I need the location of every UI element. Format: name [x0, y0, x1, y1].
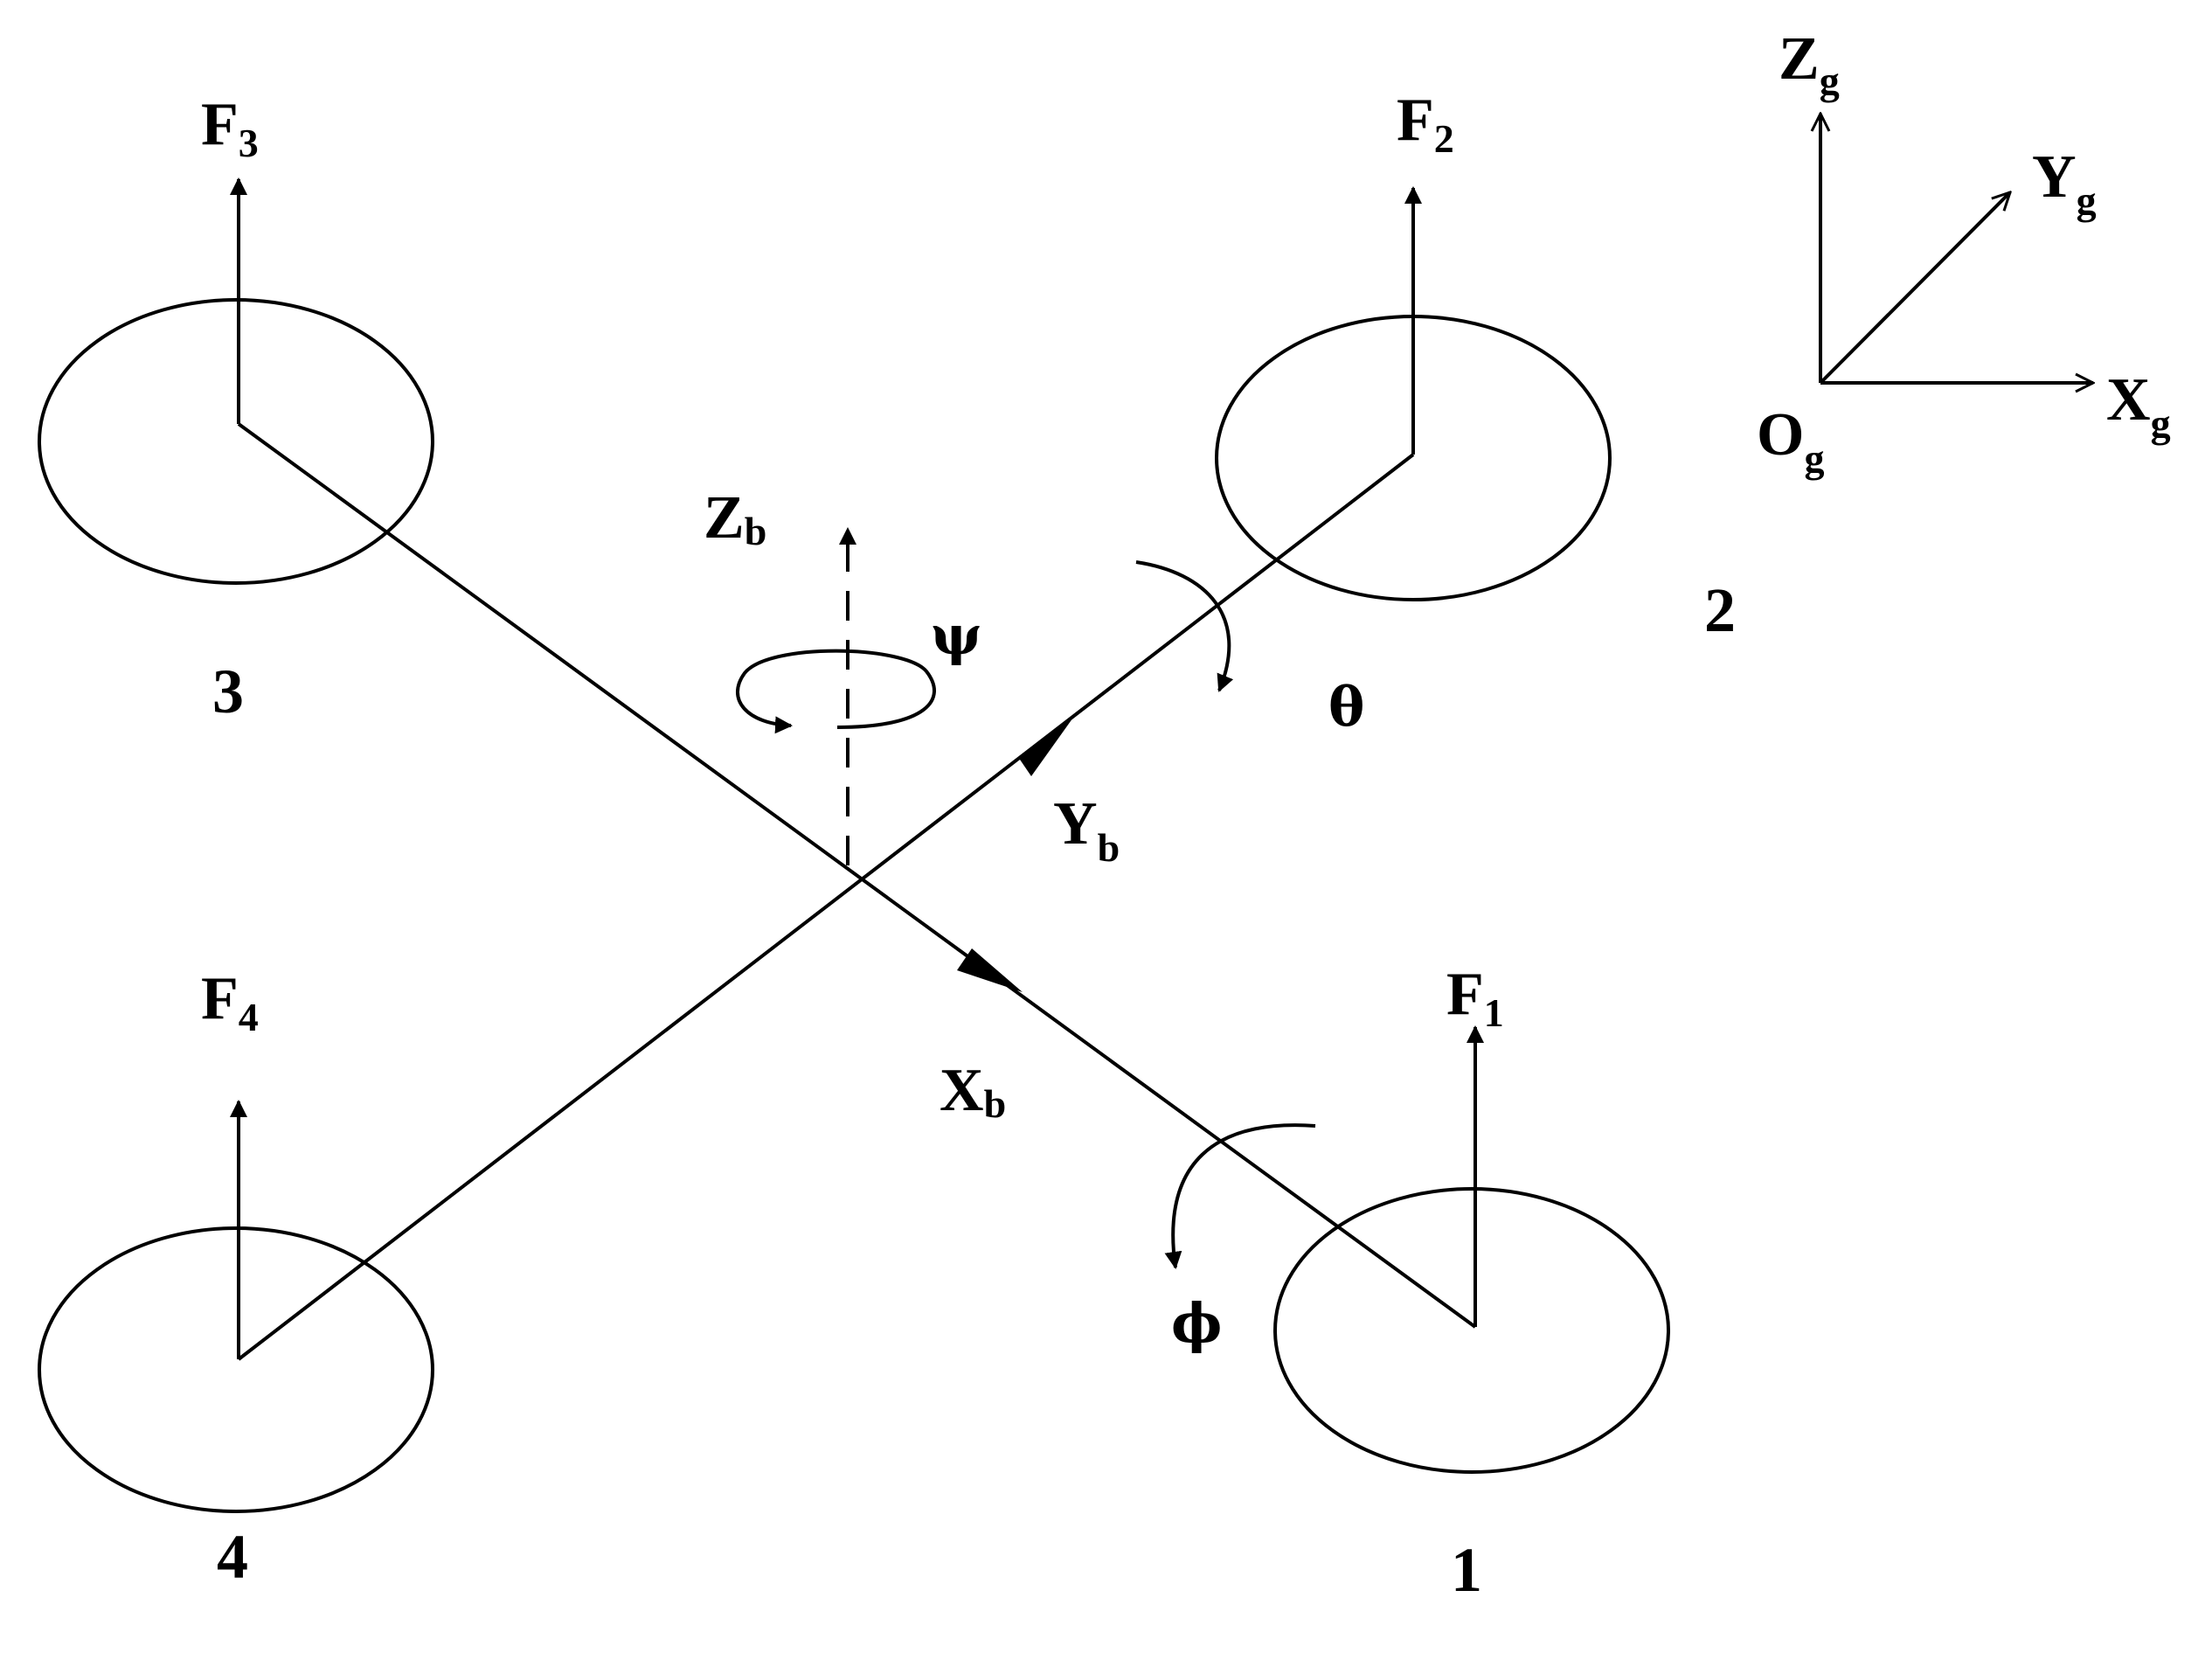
rotor-number-2: 2 [1704, 575, 1736, 645]
pitch-rotation-arrow [1135, 560, 1234, 692]
roll-angle-label: ϕ [1171, 1291, 1222, 1355]
yb-arrowhead [1018, 715, 1075, 776]
ground-y-label: Yg [2032, 143, 2097, 223]
body-y-label: Yb [1053, 790, 1120, 870]
rotor-disc-1 [1273, 1187, 1670, 1474]
force-label-1: F1 [1446, 961, 1504, 1035]
ground-origin-label: Og [1757, 401, 1824, 481]
yaw-rotation-arrow [735, 649, 936, 734]
body-x-label: Xb [940, 1057, 1006, 1126]
rotor-disc-3 [38, 298, 434, 585]
ground-x-label: Xg [2106, 366, 2171, 446]
force-label-3: F3 [201, 91, 259, 165]
yaw-angle-label: ψ [931, 603, 981, 667]
pitch-angle-label: θ [1328, 675, 1364, 739]
xb-arrowhead [957, 948, 1023, 992]
rotor-disc-4 [38, 1226, 434, 1513]
arm-3-to-1 [237, 422, 1477, 1329]
roll-rotation-arrow [1164, 1123, 1316, 1269]
ground-z-label: Zg [1779, 25, 1840, 103]
force-label-2: F2 [1397, 87, 1454, 161]
body-z-label: Zb [704, 484, 766, 553]
rotor-number-4: 4 [217, 1522, 248, 1592]
force-label-4: F4 [201, 965, 259, 1039]
arm-4-to-2 [237, 453, 1415, 1361]
rotor-number-1: 1 [1451, 1535, 1482, 1605]
ground-y-axis [1819, 192, 2010, 385]
rotor-number-3: 3 [212, 656, 244, 726]
